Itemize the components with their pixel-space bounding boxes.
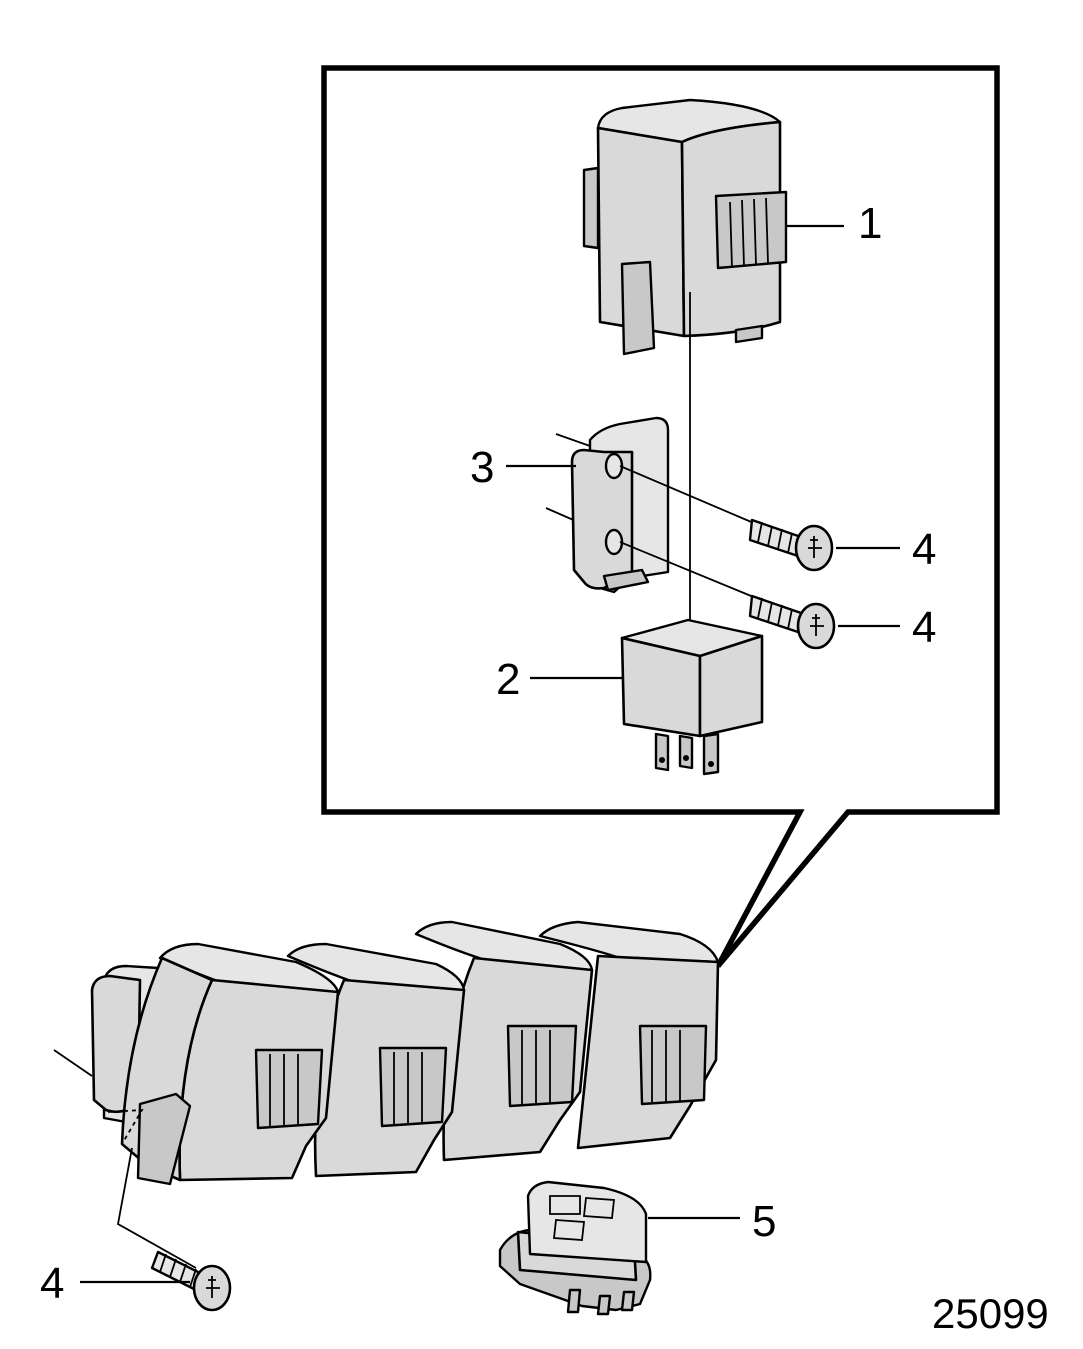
label-4-bottom: 4 xyxy=(40,1259,64,1308)
screw-top xyxy=(748,518,834,572)
relay-unit-4 xyxy=(538,920,720,1150)
assembly-line-left xyxy=(116,1147,197,1269)
label-5: 5 xyxy=(752,1197,776,1246)
assembly-line-top xyxy=(619,465,757,525)
relay-unit-1 xyxy=(107,942,340,1186)
label-4-middle: 4 xyxy=(912,603,936,652)
label-3: 3 xyxy=(470,443,494,492)
label-2: 2 xyxy=(496,655,520,704)
figure-number: 25099 xyxy=(932,1290,1049,1337)
mounting-bracket xyxy=(545,416,670,594)
connector xyxy=(498,1180,652,1316)
screw-middle xyxy=(748,594,836,650)
relay-cover xyxy=(582,98,788,356)
assembly-line-bottom xyxy=(619,541,757,599)
label-4-top: 4 xyxy=(912,525,936,574)
relay-unit-3 xyxy=(414,920,594,1162)
relay-unit-2 xyxy=(286,942,466,1178)
label-1: 1 xyxy=(858,199,882,248)
relay xyxy=(620,618,764,776)
screw-bottom xyxy=(150,1250,232,1312)
